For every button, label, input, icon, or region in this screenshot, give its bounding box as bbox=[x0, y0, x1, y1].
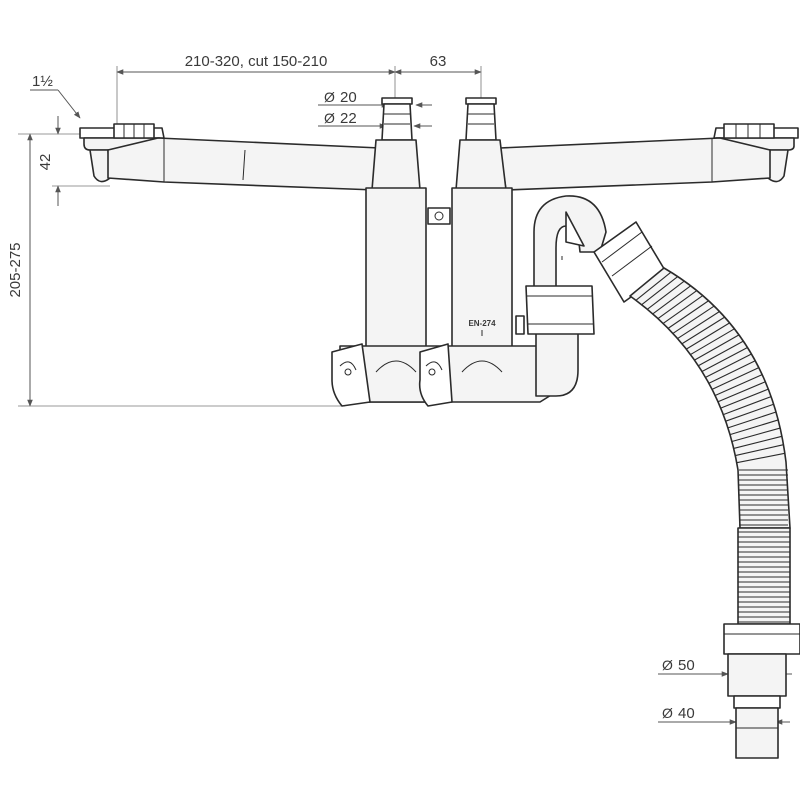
hose-rib bbox=[681, 316, 725, 345]
hose-rib bbox=[641, 276, 679, 306]
hose-rib bbox=[698, 340, 744, 367]
corrugated-hose bbox=[593, 221, 791, 625]
hose-rib bbox=[690, 328, 735, 356]
hose-rib bbox=[725, 403, 774, 422]
hose-rib bbox=[729, 419, 779, 436]
hose-ribs-straight bbox=[738, 531, 790, 623]
standard-mark: EN-274 bbox=[468, 319, 496, 328]
dim-hose-small-1: 20 bbox=[340, 89, 357, 106]
hose-rib bbox=[717, 381, 766, 403]
diameter-symbol: Ø bbox=[662, 705, 673, 721]
hose-rib bbox=[667, 300, 709, 329]
hose-rib bbox=[733, 435, 783, 449]
hose-rib bbox=[731, 427, 781, 443]
hose-rib bbox=[727, 411, 777, 429]
trap-body: EN-274 bbox=[331, 187, 557, 407]
outlet-adapter bbox=[723, 623, 800, 759]
hose-rib bbox=[736, 452, 785, 464]
hose-rib bbox=[701, 347, 748, 372]
right-overflow-assembly bbox=[455, 97, 799, 191]
diameter-symbol: Ø bbox=[324, 89, 335, 105]
hose-rib bbox=[657, 290, 698, 320]
hose-rib bbox=[672, 305, 715, 334]
dim-thread: 1½ bbox=[32, 73, 53, 90]
dim-width-right: 63 bbox=[430, 53, 447, 70]
hose-rib bbox=[662, 295, 704, 324]
hose-rib bbox=[723, 396, 772, 416]
dim-outlet-large: 50 bbox=[678, 657, 695, 674]
dim-outlet-small: 40 bbox=[678, 705, 695, 722]
hose-rib bbox=[735, 444, 784, 457]
u-bend bbox=[525, 195, 607, 397]
left-overflow-assembly bbox=[79, 97, 421, 191]
hose-ribs bbox=[635, 271, 788, 526]
dim-total-height: 205-275 bbox=[7, 242, 24, 297]
diameter-symbol: Ø bbox=[324, 110, 335, 126]
dim-width-top: 210-320, cut 150-210 bbox=[185, 53, 328, 70]
dimension-labels: 210-320, cut 150-210 63 1½ 42 205-275 Ø … bbox=[7, 53, 695, 722]
hose-rib bbox=[708, 360, 756, 384]
hose-rib bbox=[705, 353, 752, 378]
hose-rib bbox=[714, 374, 763, 397]
hose-rib bbox=[646, 280, 685, 310]
dim-flange-height: 42 bbox=[37, 154, 54, 171]
hose-rib bbox=[720, 388, 769, 409]
dim-hose-small-2: 22 bbox=[340, 110, 357, 127]
hose-rib bbox=[652, 285, 691, 315]
hose-rib bbox=[711, 367, 760, 390]
hose-rib bbox=[694, 334, 740, 361]
diameter-symbol: Ø bbox=[662, 657, 673, 673]
hose-rib bbox=[635, 271, 672, 301]
hose-rib bbox=[677, 311, 720, 340]
hose-rib bbox=[686, 322, 730, 350]
